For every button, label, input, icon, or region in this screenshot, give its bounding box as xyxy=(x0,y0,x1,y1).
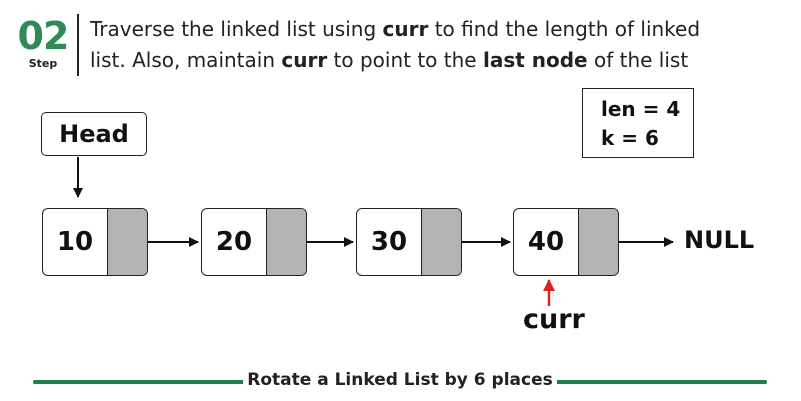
node-next-pointer xyxy=(579,209,618,275)
instruction-keyword-last-node: last node xyxy=(482,48,588,72)
list-node-4: 40 xyxy=(513,208,619,276)
list-node-3: 30 xyxy=(356,208,462,276)
instruction-part: to find the length of linked xyxy=(428,17,701,41)
len-value: len = 4 xyxy=(601,97,681,121)
step-label: Step xyxy=(28,57,58,70)
caption-text: Rotate a Linked List by 6 places xyxy=(243,370,557,390)
caption-line-left xyxy=(33,380,248,384)
head-label-box: Head xyxy=(41,112,147,156)
node-value: 40 xyxy=(514,209,579,275)
instruction-part: list. Also, maintain xyxy=(90,48,282,72)
head-label: Head xyxy=(59,120,129,148)
caption-bar: Rotate a Linked List by 6 places xyxy=(33,368,767,396)
node-next-pointer xyxy=(422,209,461,275)
step-number: 02 xyxy=(17,14,70,58)
caption-line-right xyxy=(552,380,767,384)
instruction-text: Traverse the linked list using curr to f… xyxy=(90,14,790,76)
curr-label: curr xyxy=(523,304,585,335)
instruction-keyword-curr: curr xyxy=(382,17,429,41)
instruction-part: of the list xyxy=(587,48,689,72)
instruction-part: Traverse the linked list using xyxy=(90,17,383,41)
k-value: k = 6 xyxy=(601,126,659,150)
variables-box: len = 4 k = 6 xyxy=(582,88,694,158)
node-value: 30 xyxy=(357,209,422,275)
instruction-part: to point to the xyxy=(327,48,483,72)
null-label: NULL xyxy=(684,226,755,254)
instruction-keyword-curr: curr xyxy=(281,48,328,72)
step-divider xyxy=(77,14,79,76)
list-node-1: 10 xyxy=(42,208,148,276)
node-value: 10 xyxy=(43,209,108,275)
node-next-pointer xyxy=(267,209,306,275)
node-value: 20 xyxy=(202,209,267,275)
node-next-pointer xyxy=(108,209,147,275)
list-node-2: 20 xyxy=(201,208,307,276)
